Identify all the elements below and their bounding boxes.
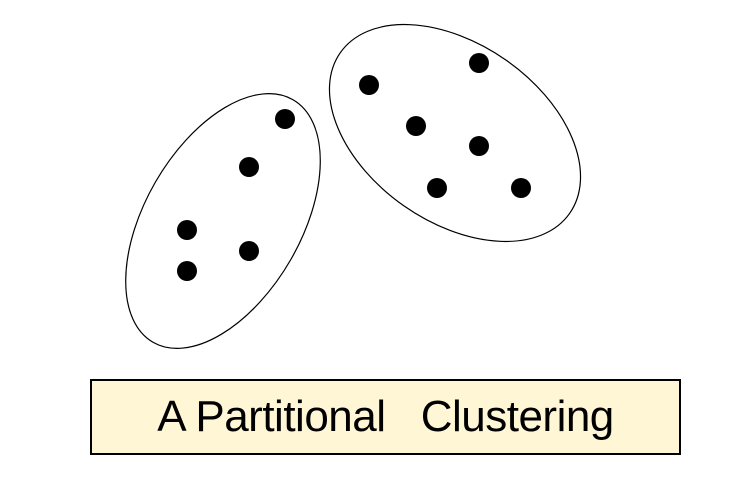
cluster-1-point bbox=[177, 220, 197, 240]
cluster-2-point bbox=[359, 75, 379, 95]
cluster-1-point bbox=[239, 241, 259, 261]
caption-box: A Partitional Clustering bbox=[90, 379, 681, 455]
cluster-1-point bbox=[275, 109, 295, 129]
cluster-2-point bbox=[406, 116, 426, 136]
cluster-1 bbox=[125, 93, 321, 349]
partitional-clustering-diagram bbox=[125, 23, 582, 349]
cluster-2-point bbox=[511, 178, 531, 198]
cluster-1-point bbox=[177, 261, 197, 281]
cluster-2-point bbox=[469, 53, 489, 73]
cluster-2-point bbox=[469, 136, 489, 156]
cluster-1-boundary bbox=[125, 93, 321, 349]
cluster-1-point bbox=[239, 157, 259, 177]
cluster-2-point bbox=[427, 178, 447, 198]
caption-title: A Partitional Clustering bbox=[157, 392, 614, 441]
cluster-2-boundary bbox=[328, 23, 582, 243]
cluster-2 bbox=[328, 23, 582, 243]
